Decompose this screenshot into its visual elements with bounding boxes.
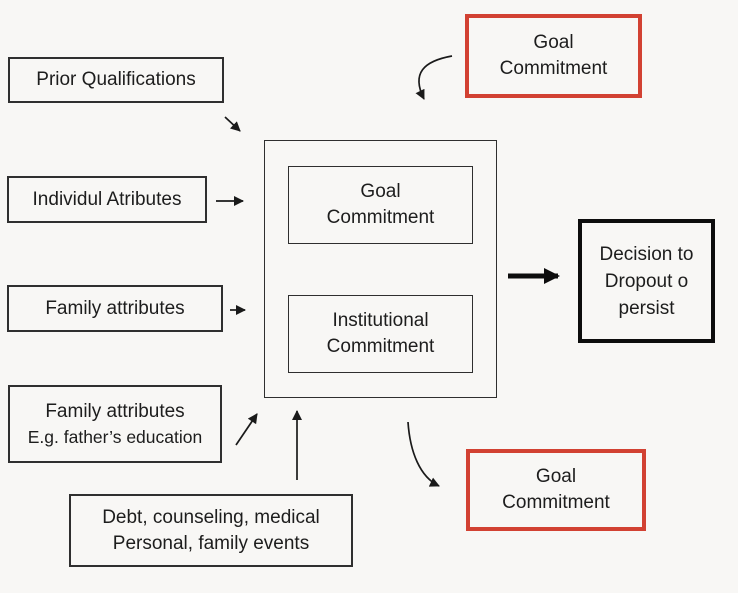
central-container-box [264, 140, 497, 398]
institutional-commitment-line1: Institutional [332, 310, 429, 331]
goal-commitment-bottom-line1: Goal [535, 466, 577, 487]
decision-line3: persist [618, 297, 675, 319]
life-events-box: Debt, counseling, medical Personal, fami… [69, 494, 353, 567]
institutional-commitment-box: Institutional Commitment [288, 295, 473, 373]
life-events-line2: Personal, family events [112, 532, 310, 554]
prior-qualifications-box: Prior Qualifications [8, 57, 224, 103]
decision-line1: Decision to [599, 243, 694, 265]
goal-commitment-bottom-line2: Commitment [502, 492, 610, 513]
arrow-family2-to-central [235, 413, 258, 446]
institutional-commitment-line2: Commitment [326, 336, 435, 357]
arrow-goaltop-to-central [415, 55, 453, 100]
goal-commitment-inner-line1: Goal [360, 181, 401, 202]
goal-commitment-inner-box: Goal Commitment [288, 166, 473, 244]
individual-attributes-label: Individul Atributes [32, 188, 182, 210]
goal-commitment-bottom-box: Goal Commitment [466, 449, 646, 531]
arrow-prior-to-central [224, 116, 241, 132]
decision-box: Decision to Dropout o persist [578, 219, 715, 343]
family-attributes-detail-line2: E.g. father’s education [27, 426, 203, 447]
family-attributes-box: Family attributes [7, 285, 223, 332]
family-attributes-detail-line1: Family attributes [45, 400, 185, 422]
individual-attributes-box: Individul Atributes [7, 176, 207, 223]
goal-commitment-top-line2: Commitment [499, 58, 608, 79]
arrow-central-to-goalbottom [407, 421, 440, 487]
family-attributes-label: Family attributes [45, 297, 185, 319]
family-attributes-detail-box: Family attributes E.g. father’s educatio… [8, 385, 222, 463]
prior-qualifications-label: Prior Qualifications [36, 69, 196, 90]
life-events-line1: Debt, counseling, medical [102, 506, 320, 528]
decision-line2: Dropout o [604, 270, 689, 292]
goal-commitment-inner-line2: Commitment [326, 207, 435, 228]
goal-commitment-top-line1: Goal [533, 32, 574, 53]
goal-commitment-top-box: Goal Commitment [465, 14, 642, 98]
